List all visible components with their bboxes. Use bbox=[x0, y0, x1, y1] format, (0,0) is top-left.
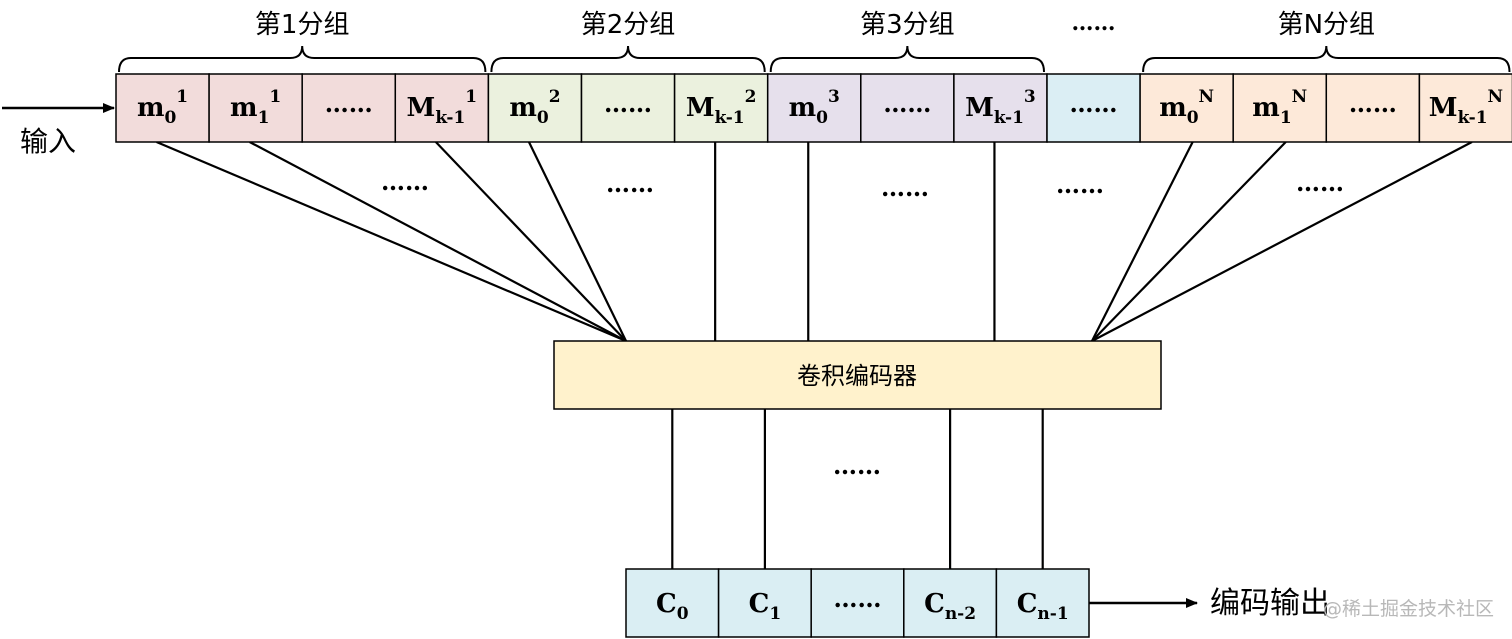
input-cell-label: Mk-12 bbox=[686, 87, 757, 128]
group-brace bbox=[769, 45, 1045, 73]
output-row: C0 C1 …… Cn-2 Cn-1 bbox=[625, 568, 1090, 638]
input-cell bbox=[301, 73, 397, 143]
input-cell-ellipsis: …… bbox=[1349, 89, 1397, 118]
line-ellipsis: …… bbox=[606, 169, 654, 198]
input-cell-label: m03 bbox=[789, 87, 840, 128]
input-cell bbox=[394, 73, 490, 143]
input-label: 输入 bbox=[20, 125, 76, 158]
connection-line bbox=[249, 141, 627, 342]
connection-line bbox=[1091, 141, 1287, 342]
input-cell-label: Mk-1N bbox=[1429, 87, 1503, 128]
input-cell-label: m0N bbox=[1159, 87, 1214, 128]
output-cell-label: Cn-2 bbox=[924, 589, 976, 624]
connection-line bbox=[156, 140, 627, 343]
input-cell-ellipsis: …… bbox=[883, 89, 931, 118]
connection-line bbox=[1091, 141, 1473, 342]
encoder-label: 卷积编码器 bbox=[797, 362, 917, 390]
output-cell-label: Cn-1 bbox=[1017, 589, 1069, 624]
input-cell-label: m1N bbox=[1252, 87, 1307, 128]
input-cell-label: Mk-13 bbox=[965, 87, 1036, 128]
group-label-ellipsis: …… bbox=[1072, 10, 1116, 36]
group-label: 第1分组 bbox=[255, 10, 350, 40]
connection-lines: …… …… …… …… …… …… bbox=[156, 140, 1473, 569]
input-cell bbox=[580, 73, 676, 143]
input-cell bbox=[1232, 73, 1328, 143]
group-brace bbox=[118, 45, 487, 73]
group-brace bbox=[490, 45, 766, 73]
connection-line bbox=[1091, 141, 1194, 342]
input-cell bbox=[1418, 73, 1512, 143]
output-label: 编码输出 bbox=[1210, 586, 1330, 621]
input-cell bbox=[1325, 73, 1421, 143]
input-cell bbox=[860, 73, 955, 143]
watermark-text: @稀土掘金技术社区 bbox=[1323, 598, 1494, 620]
connection-line bbox=[527, 141, 627, 342]
line-ellipsis: …… bbox=[1056, 170, 1104, 199]
line-ellipsis: …… bbox=[381, 167, 429, 196]
input-row: m01 m11 …… Mk-11 m02 …… Mk-12 m03 …… Mk-13 …… m0N m1… bbox=[115, 73, 1512, 143]
output-cell-ellipsis: …… bbox=[834, 584, 882, 613]
input-cell bbox=[1046, 73, 1141, 143]
group-label: 第2分组 bbox=[581, 10, 676, 40]
input-cell-label: m02 bbox=[509, 87, 560, 128]
group-label: 第N分组 bbox=[1278, 10, 1375, 40]
connection-line bbox=[435, 141, 627, 342]
input-cell bbox=[766, 73, 862, 143]
output-cell-label: C1 bbox=[749, 589, 782, 624]
input-cell-ellipsis: …… bbox=[325, 89, 373, 118]
input-cell bbox=[487, 73, 583, 143]
input-cell-label: m01 bbox=[137, 87, 188, 128]
input-cell bbox=[673, 73, 769, 143]
input-cell-ellipsis: …… bbox=[1070, 89, 1118, 118]
group-label: 第3分组 bbox=[860, 10, 955, 40]
input-cell bbox=[115, 73, 210, 143]
group-braces: 第1分组 第2分组 第3分组 …… 第N分组 bbox=[118, 10, 1511, 73]
output-cell bbox=[625, 568, 720, 638]
output-cell bbox=[903, 568, 998, 638]
encoder-box bbox=[553, 340, 1162, 410]
input-cell-label: m11 bbox=[230, 87, 281, 128]
output-cell-label: C0 bbox=[656, 589, 689, 624]
output-cell bbox=[995, 568, 1090, 638]
input-cell bbox=[1139, 73, 1234, 143]
input-cell-label: Mk-11 bbox=[407, 87, 478, 128]
line-ellipsis: …… bbox=[1296, 168, 1344, 197]
line-ellipsis: …… bbox=[833, 451, 881, 480]
group-brace bbox=[1142, 45, 1511, 73]
line-ellipsis: …… bbox=[881, 173, 929, 202]
input-cell-ellipsis: …… bbox=[604, 89, 652, 118]
